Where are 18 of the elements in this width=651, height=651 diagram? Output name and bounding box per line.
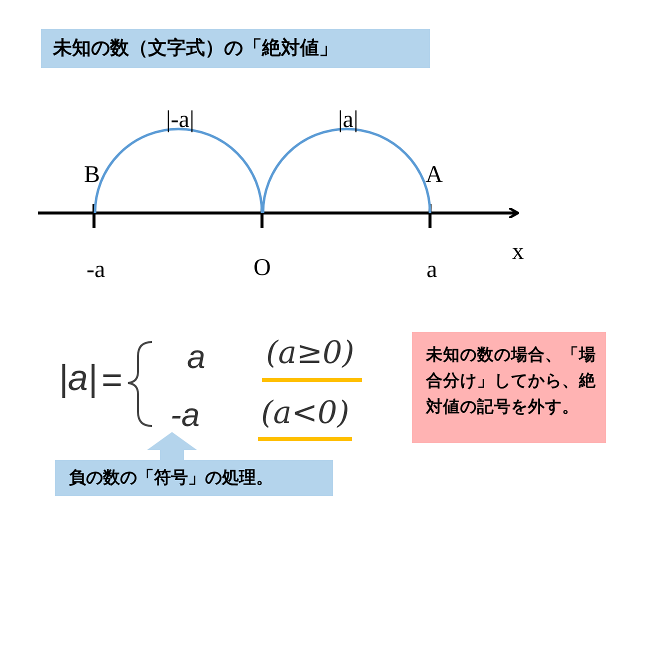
point-label: B: [84, 163, 100, 187]
formula-term: a: [187, 340, 206, 373]
callout-box: 負の数の「符号」の処理。: [55, 460, 333, 496]
coordinate-label: -a: [86, 258, 106, 282]
arc-label: |a|: [338, 108, 358, 132]
block-arrow: [147, 432, 197, 460]
coordinate-label: a: [426, 258, 438, 282]
point-label: O: [254, 256, 271, 280]
note-box: 未知の数の場合、「場合分け」してから、絶対値の記号を外す。: [412, 332, 606, 443]
formula-term: -a: [160, 400, 210, 432]
condition-text: (a≥0): [266, 338, 354, 369]
arc-label: |-a|: [166, 108, 194, 132]
title-banner: 未知の数（文字式）の「絶対値」: [41, 29, 430, 68]
formula-sign: =: [102, 362, 123, 398]
formula-term: |a|: [58, 360, 98, 396]
condition-text: (a<0): [261, 398, 350, 429]
axis-label: x: [512, 240, 524, 264]
point-label: A: [426, 163, 443, 187]
